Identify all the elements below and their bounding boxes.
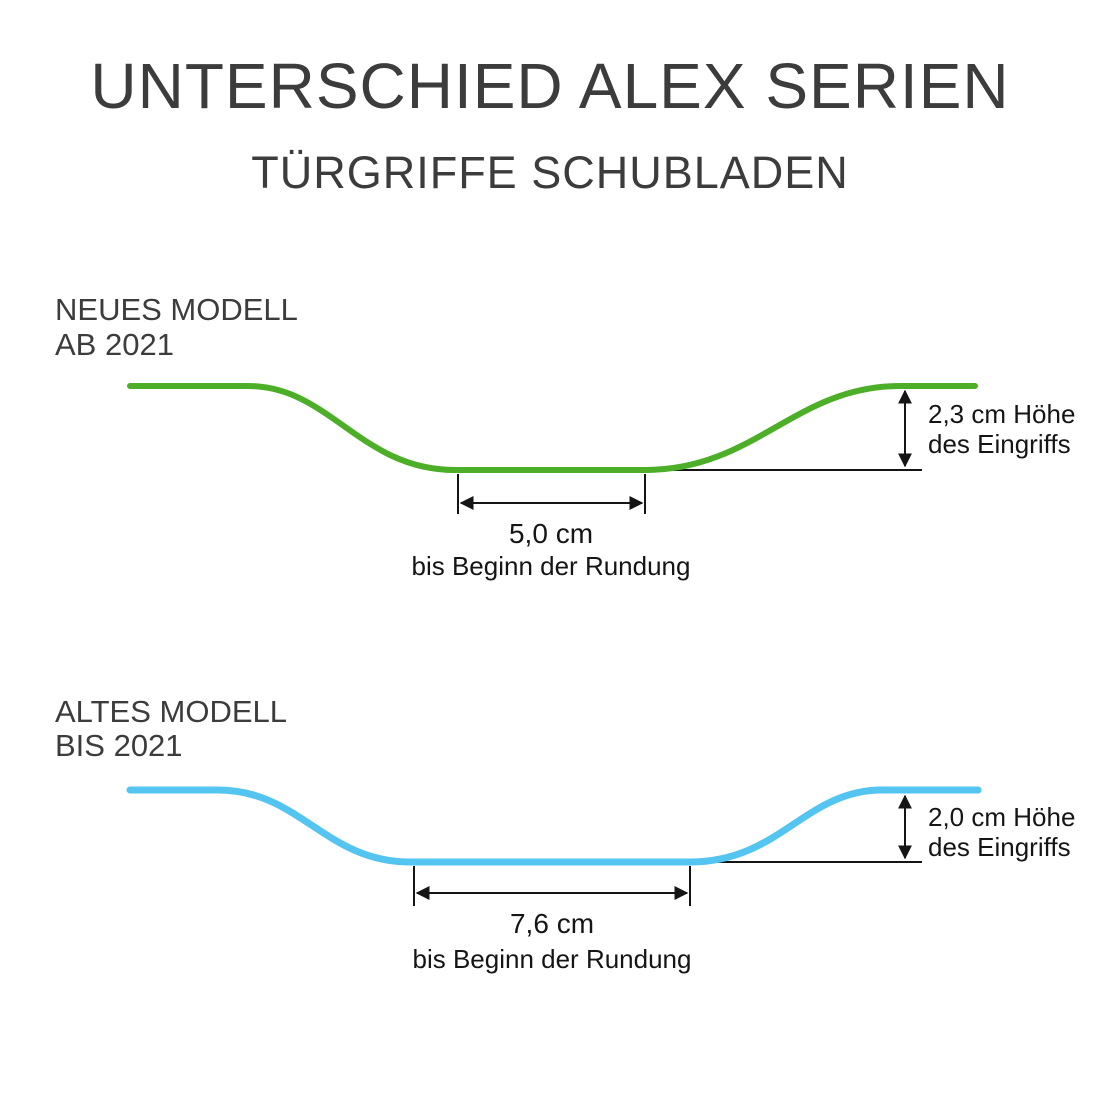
new-model-height-label-line1: 2,3 cm Höhe xyxy=(928,399,1075,429)
old-model-height-label-line2: des Eingriffs xyxy=(928,832,1071,862)
new-model-section: NEUES MODELL AB 2021 2,3 cm Höhe des Ein… xyxy=(55,292,1075,581)
new-model-width-value: 5,0 cm xyxy=(509,518,593,549)
old-model-year: BIS 2021 xyxy=(55,728,183,763)
old-model-curve xyxy=(126,786,982,866)
old-model-width-caption: bis Beginn der Rundung xyxy=(413,944,692,974)
new-model-curve xyxy=(127,383,978,473)
old-model-section: ALTES MODELL BIS 2021 2,0 cm Höhe des Ei… xyxy=(55,694,1075,974)
new-model-height-label-line2: des Eingriffs xyxy=(928,429,1071,459)
page-title: UNTERSCHIED ALEX SERIEN xyxy=(90,50,1009,122)
new-model-width-caption: bis Beginn der Rundung xyxy=(412,551,691,581)
new-model-label: NEUES MODELL xyxy=(55,292,298,327)
old-model-label: ALTES MODELL xyxy=(55,694,287,729)
new-model-year: AB 2021 xyxy=(55,327,174,362)
old-model-width-value: 7,6 cm xyxy=(510,908,594,939)
page-subtitle: TÜRGRIFFE SCHUBLADEN xyxy=(251,147,849,198)
old-model-height-label-line1: 2,0 cm Höhe xyxy=(928,802,1075,832)
